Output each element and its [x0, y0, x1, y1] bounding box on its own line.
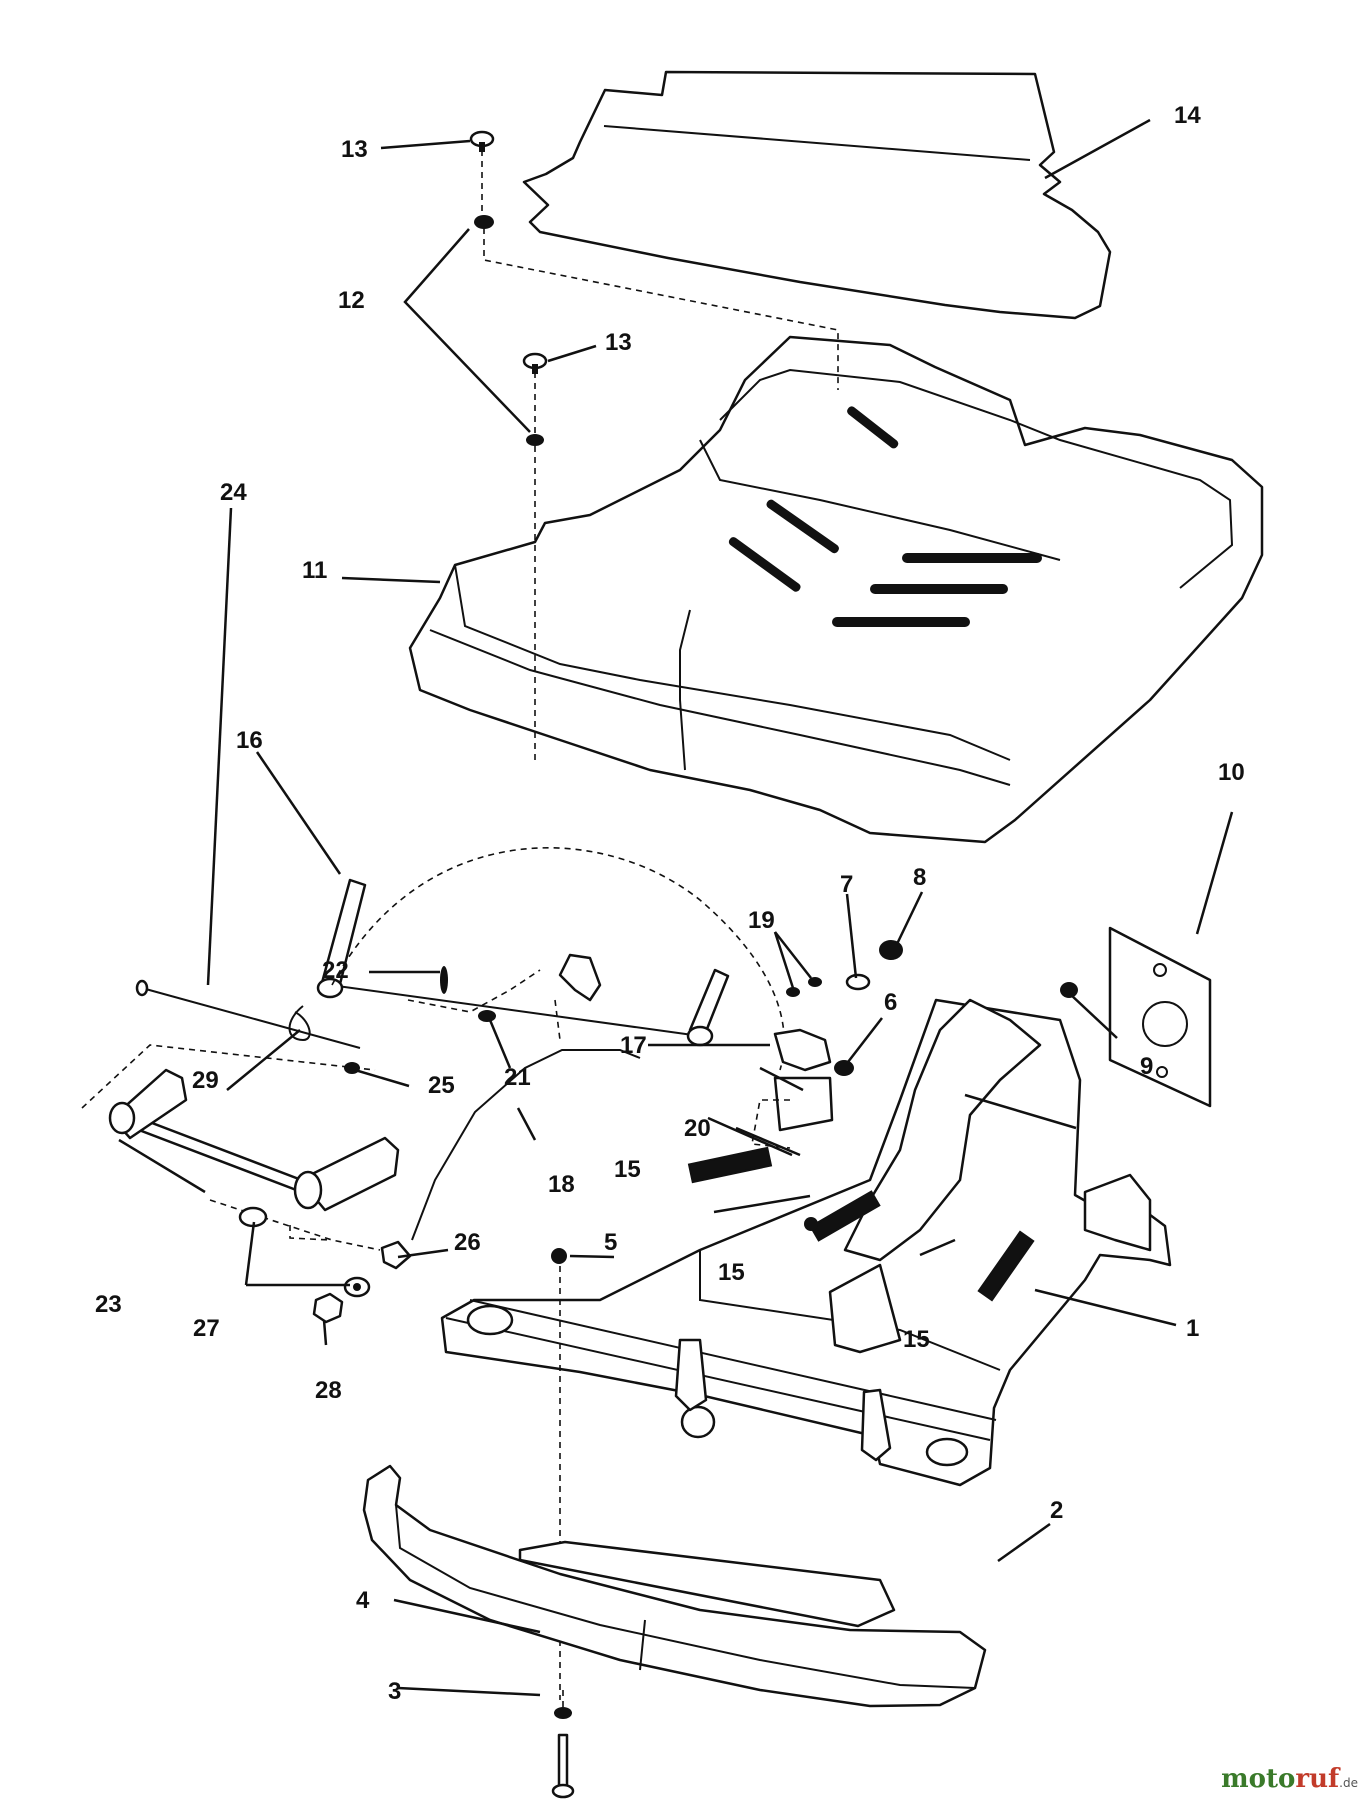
decal: [687, 1146, 773, 1184]
callout-21: 21: [504, 1064, 531, 1091]
callout-4: 4: [356, 1587, 370, 1614]
callout-16: 16: [236, 727, 263, 754]
callout-11: 11: [302, 557, 327, 584]
seat-slot: [832, 617, 970, 627]
callout-13b: 13: [605, 329, 632, 356]
nut: [312, 1292, 344, 1324]
callout-27: 27: [193, 1315, 220, 1342]
bracket: [773, 1028, 832, 1072]
callout-19: 19: [748, 907, 775, 934]
callout-26: 26: [454, 1229, 481, 1256]
callout-17: 17: [620, 1032, 647, 1059]
callout-6: 6: [884, 989, 897, 1016]
seat-slot: [870, 584, 1008, 594]
seat-slot: [902, 553, 1042, 563]
callout-9: 9: [1140, 1053, 1153, 1080]
seat-slot: [728, 537, 801, 592]
callout-24: 24: [220, 479, 247, 506]
seat-slot: [847, 406, 899, 449]
callout-3: 3: [388, 1678, 401, 1705]
callout-2: 2: [1050, 1497, 1063, 1524]
bolt: [557, 1733, 569, 1790]
callout-20: 20: [684, 1115, 711, 1142]
rod: [141, 987, 361, 1049]
callout-15a: 15: [614, 1156, 641, 1183]
callout-25: 25: [428, 1072, 455, 1099]
callout-14: 14: [1174, 102, 1201, 129]
callout-18: 18: [548, 1171, 575, 1198]
callout-7: 7: [840, 871, 853, 898]
seat-slot: [766, 499, 839, 554]
callout-15c: 15: [903, 1326, 930, 1353]
seat: [408, 335, 1264, 844]
callout-1: 1: [1186, 1315, 1199, 1342]
watermark-logo: motoruf.de: [1221, 1764, 1358, 1794]
callout-22: 22: [322, 957, 349, 984]
plate: [1108, 926, 1212, 1108]
callout-8: 8: [913, 864, 926, 891]
washer: [554, 1707, 572, 1719]
callout-10: 10: [1218, 759, 1245, 786]
callout-15b: 15: [718, 1259, 745, 1286]
callout-12: 12: [338, 287, 365, 314]
bumper: [362, 1464, 987, 1708]
grommet: [526, 434, 544, 446]
seat-pad: [522, 70, 1112, 320]
frame: [440, 998, 1172, 1487]
callout-29: 29: [192, 1067, 219, 1094]
callout-28: 28: [315, 1377, 342, 1404]
callout-23: 23: [95, 1291, 122, 1318]
link-rod: [411, 1049, 641, 1241]
callout-13: 13: [341, 136, 368, 163]
grommet: [474, 215, 494, 229]
callout-5: 5: [604, 1229, 617, 1256]
pivot-shaft: [329, 984, 701, 1037]
